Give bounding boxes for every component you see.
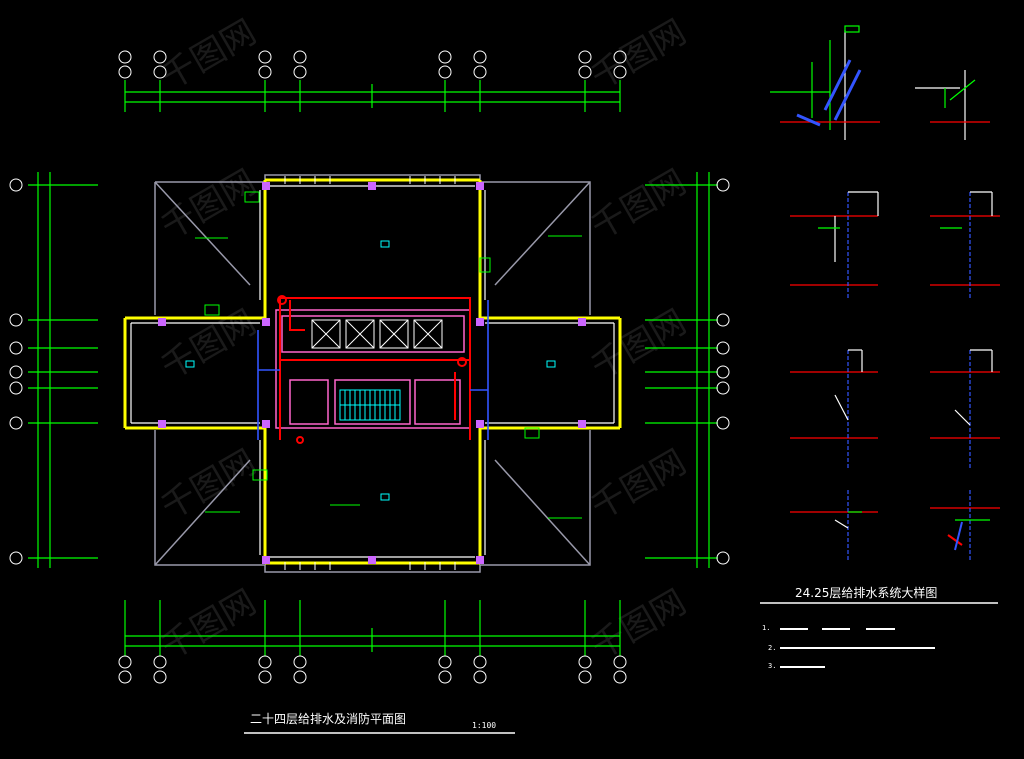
riser-detail-left-3 — [790, 490, 878, 560]
riser-detail-top-2 — [915, 70, 990, 140]
window-marks — [284, 176, 456, 570]
right-grid-axes — [645, 172, 718, 568]
watermark: 千图网 — [155, 442, 263, 528]
detail-title: 24.25层给排水系统大样图 — [795, 585, 937, 600]
green-annotations — [195, 191, 582, 519]
watermark-layer: 千图网 千图网 千图网 千图网 千图网 千图网 千图网 千图网 千图网 千图网 — [155, 12, 693, 668]
watermark: 千图网 — [155, 162, 263, 248]
floor-plan — [123, 174, 622, 573]
stair — [339, 389, 401, 421]
top-grid-bubbles — [118, 50, 627, 79]
riser-detail-left-1 — [790, 191, 879, 300]
watermark: 千图网 — [585, 162, 693, 248]
watermark: 千图网 — [585, 442, 693, 528]
note-label: 2. — [768, 644, 776, 652]
elevators — [311, 319, 443, 349]
top-grid-axes — [124, 80, 621, 112]
bottom-grid-bubbles — [118, 655, 627, 684]
riser-details — [770, 25, 1000, 560]
watermark: 千图网 — [585, 12, 693, 98]
watermark: 千图网 — [585, 302, 693, 388]
riser-detail-right-2 — [930, 349, 1000, 470]
riser-detail-top-1 — [770, 25, 880, 140]
plan-title-block: 二十四层给排水及消防平面图 1:100 — [244, 711, 515, 734]
notes-block: 1. 2. 3. — [762, 624, 935, 670]
riser-detail-right-1 — [930, 191, 1000, 300]
detail-title-block: 24.25层给排水系统大样图 — [760, 585, 998, 604]
riser-detail-right-3 — [930, 490, 1000, 560]
watermark: 千图网 — [585, 582, 693, 668]
water-pipes — [257, 300, 489, 440]
columns — [158, 182, 586, 564]
central-core — [275, 309, 471, 429]
watermark: 千图网 — [155, 12, 263, 98]
watermark: 千图网 — [155, 582, 263, 668]
side-grid-bubbles — [9, 178, 730, 565]
fire-pipes — [277, 295, 471, 444]
bottom-grid-axes — [124, 600, 621, 656]
note-label: 3. — [768, 662, 776, 670]
plan-scale: 1:100 — [472, 721, 496, 730]
note-label: 1. — [762, 624, 770, 632]
room-tags — [185, 240, 556, 501]
left-grid-axes — [28, 172, 98, 568]
riser-detail-left-2 — [790, 349, 878, 470]
plan-title: 二十四层给排水及消防平面图 — [250, 711, 406, 726]
